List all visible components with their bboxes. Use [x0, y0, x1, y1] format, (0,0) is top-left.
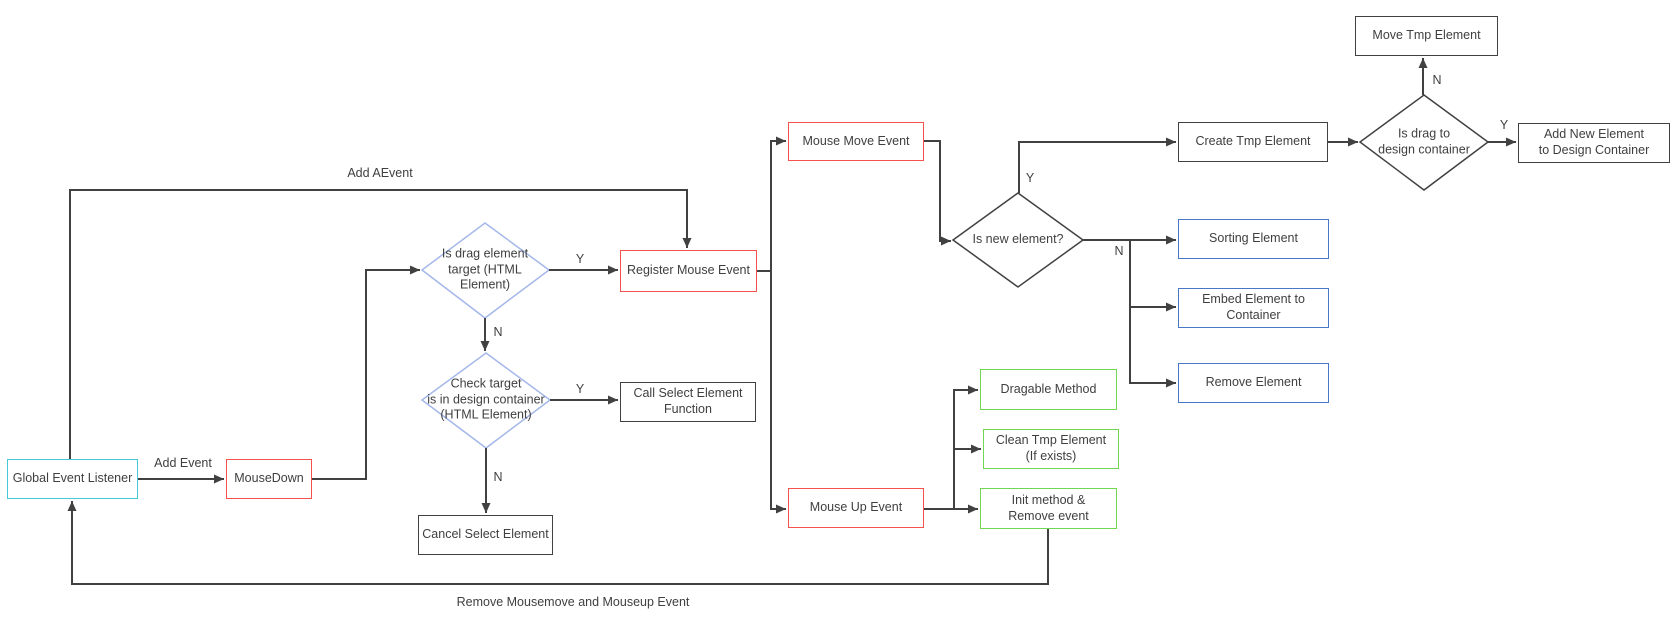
- edge-label-add-event: Add Event: [154, 456, 212, 470]
- diamond-check-target-in-design-container: [420, 352, 552, 449]
- connector-mousedown-to-drag-target: [312, 265, 420, 480]
- connector-remove-events-feedback: [67, 501, 1049, 585]
- edge-label-n-drag-to-container: N: [1432, 73, 1442, 87]
- edge-label-n-in-container: N: [493, 470, 503, 484]
- node-add-new-element-to-design-container: Add New Element to Design Container: [1518, 123, 1670, 163]
- node-mouse-move-event: Mouse Move Event: [788, 122, 924, 161]
- connector-add-aevent-loop: [69, 189, 692, 459]
- connector-branch-to-mouse-move: [770, 136, 786, 271]
- edge-label-n-drag-target: N: [493, 325, 503, 339]
- diamond-is-drag-element-target: [420, 222, 551, 319]
- node-sorting-element: Sorting Element: [1178, 219, 1329, 259]
- node-register-mouse-event: Register Mouse Event: [620, 250, 757, 292]
- connector-mouse-up-to-dragable: [953, 385, 978, 509]
- node-move-tmp-element: Move Tmp Element: [1355, 16, 1498, 56]
- connector-no-branch-embed: [1129, 240, 1176, 312]
- node-clean-tmp-element: Clean Tmp Element (If exists): [983, 429, 1119, 469]
- node-global-event-listener: Global Event Listener: [7, 459, 138, 499]
- node-init-method-remove-event: Init method & Remove event: [980, 488, 1117, 529]
- edge-label-y-drag-target: Y: [575, 252, 585, 266]
- node-cancel-select-element: Cancel Select Element: [418, 515, 553, 555]
- diamond-is-new-element: [951, 192, 1085, 288]
- node-embed-element-to-container: Embed Element to Container: [1178, 288, 1329, 328]
- edge-label-add-aevent: Add AEvent: [347, 166, 413, 180]
- edge-label-remove-mousemove-mouseup: Remove Mousemove and Mouseup Event: [456, 595, 690, 609]
- connector-mouse-move-to-is-new: [924, 140, 951, 246]
- edge-label-y-new-element: Y: [1025, 171, 1035, 185]
- node-call-select-element-function: Call Select Element Function: [620, 382, 756, 422]
- node-mousedown: MouseDown: [226, 459, 312, 499]
- edge-label-n-new-element: N: [1114, 244, 1124, 258]
- connector-branch-to-mouse-up: [770, 271, 786, 514]
- node-remove-element: Remove Element: [1178, 363, 1329, 403]
- node-dragable-method: Dragable Method: [980, 369, 1117, 410]
- connector-is-new-yes-create-tmp: [1018, 137, 1176, 193]
- diamond-is-drag-to-design-container: [1358, 94, 1490, 191]
- node-mouse-up-event: Mouse Up Event: [788, 488, 924, 528]
- edge-label-y-in-container: Y: [575, 382, 585, 396]
- edge-label-y-drag-to-container: Y: [1499, 118, 1509, 132]
- node-create-tmp-element: Create Tmp Element: [1178, 122, 1328, 162]
- connector-no-branch-remove: [1129, 307, 1176, 388]
